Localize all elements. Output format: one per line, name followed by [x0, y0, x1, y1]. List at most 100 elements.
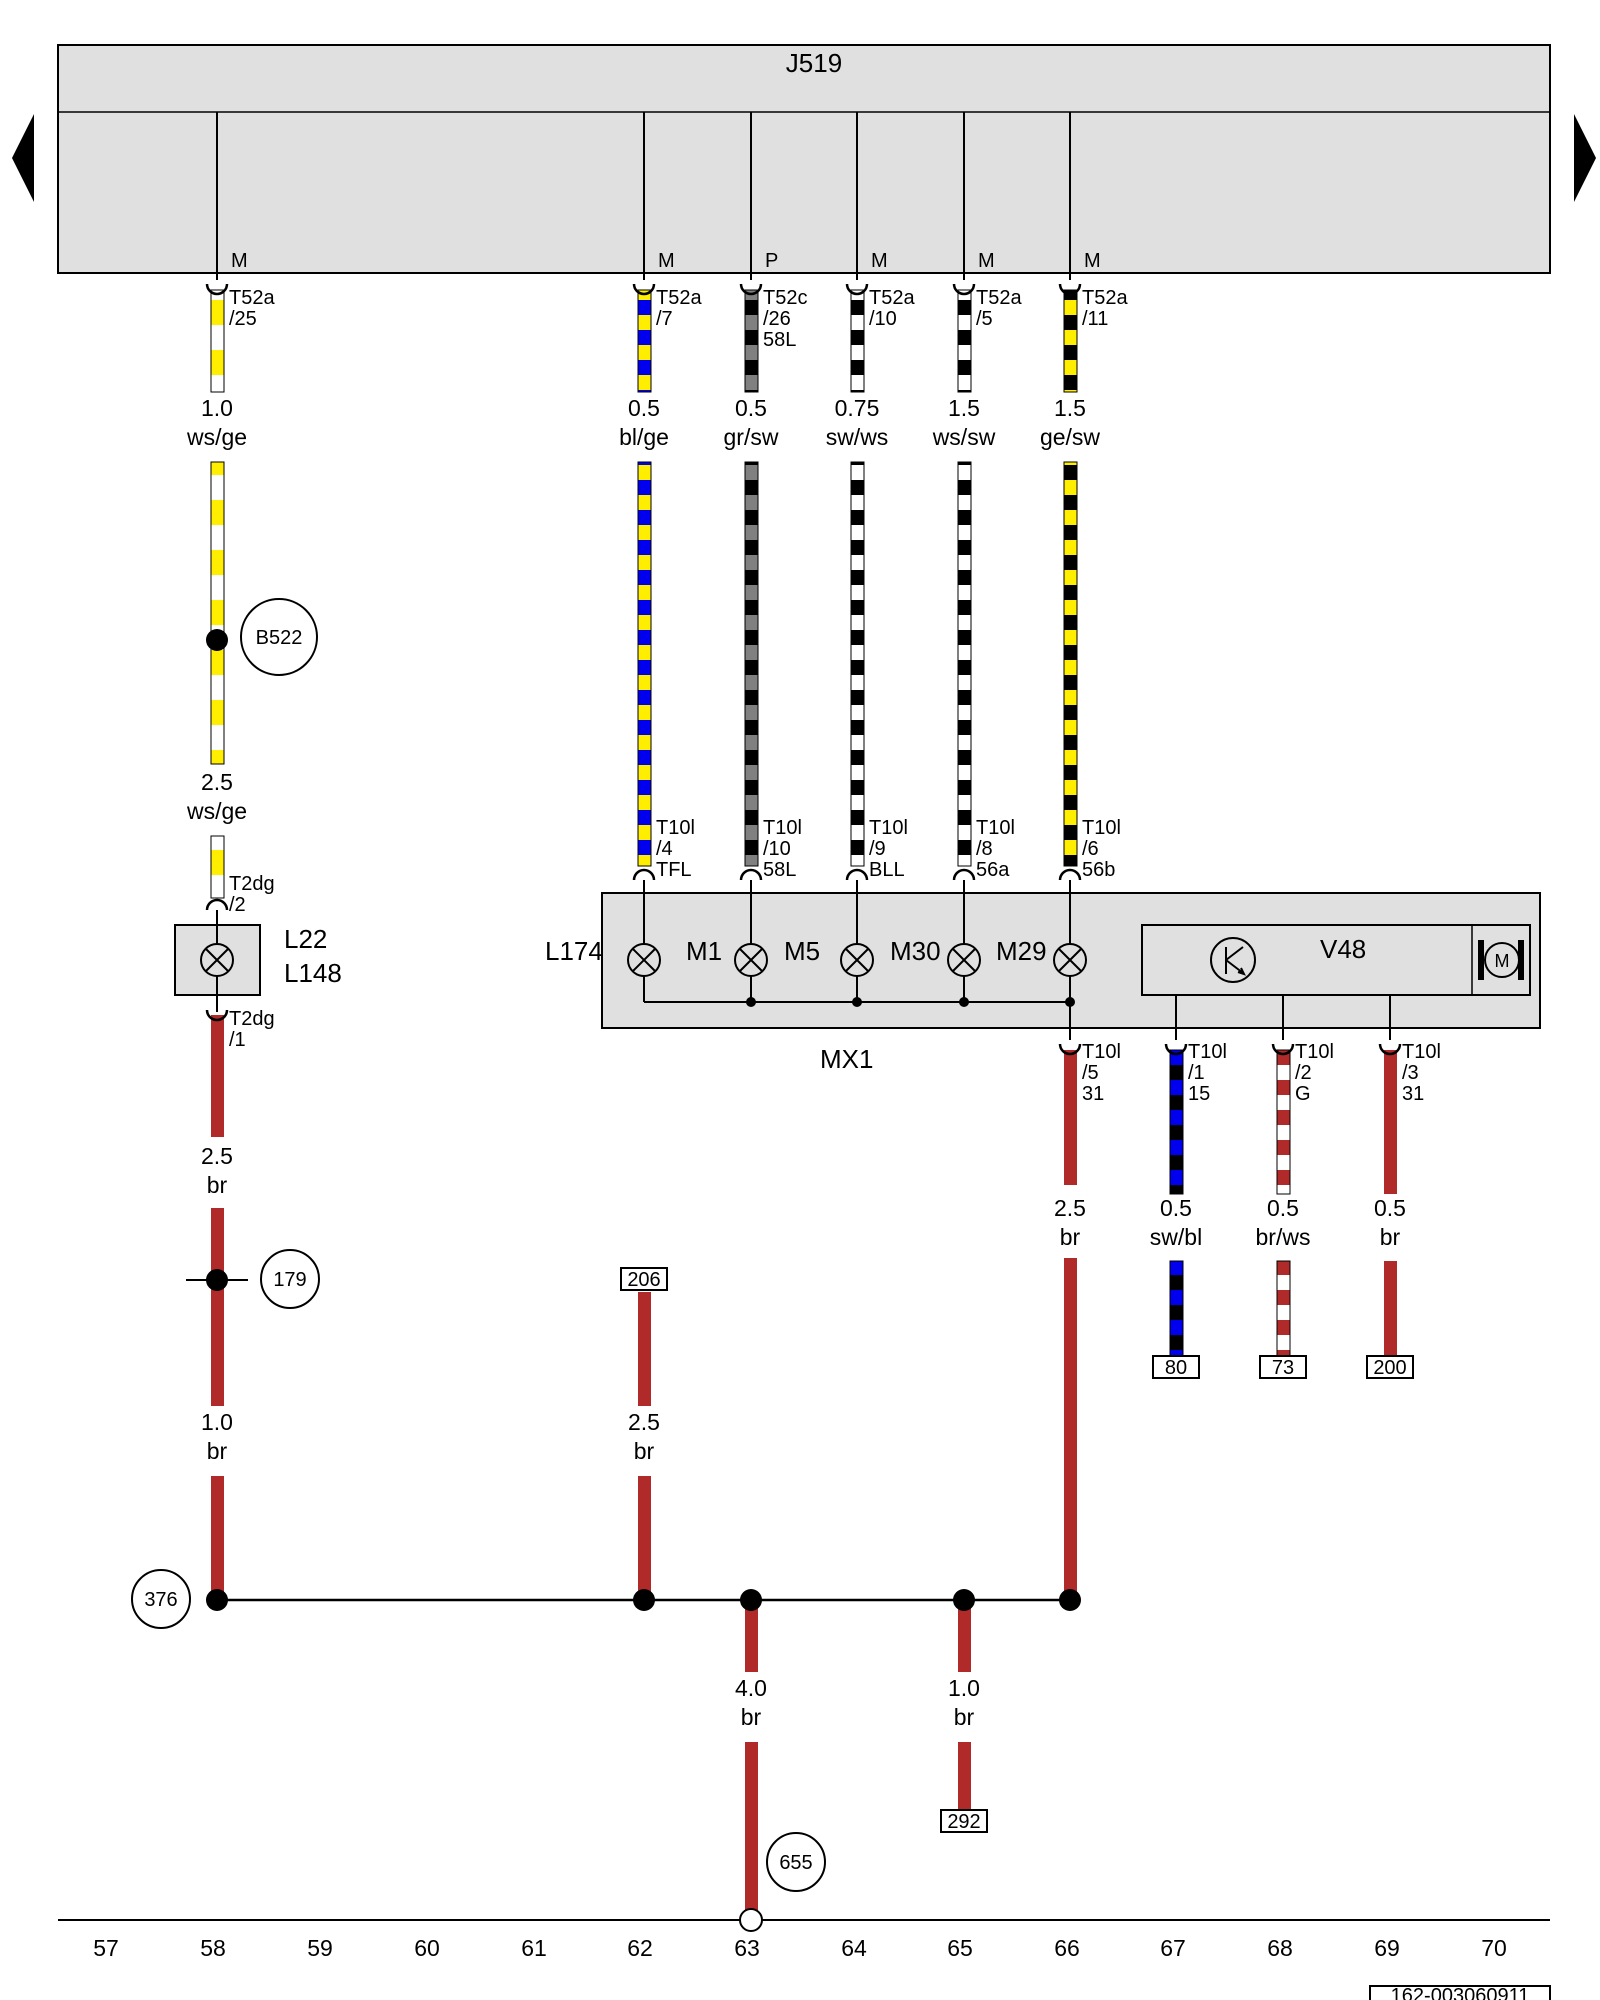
svg-text:292: 292 — [947, 1811, 980, 1833]
lamp-m29-icon — [947, 943, 981, 977]
lamp-66-icon — [1053, 943, 1087, 977]
ref-circle-376[interactable]: 376 — [131, 1569, 191, 1629]
connector-62-top: T52a/7 — [656, 287, 702, 330]
wire-62-lower — [637, 461, 652, 867]
wire-62-brown-b — [638, 1476, 651, 1600]
wire-65-upper — [957, 289, 972, 393]
wire-58-brown-c — [211, 1476, 224, 1600]
column-number: 68 — [1267, 1935, 1293, 1961]
svg-text:M: M — [1495, 951, 1510, 971]
svg-text:B522: B522 — [256, 627, 303, 649]
svg-text:80: 80 — [1165, 1357, 1187, 1379]
wire-63-upper — [744, 289, 759, 393]
connector-66-top: T52a/11 — [1082, 287, 1128, 330]
pin-type-64: M — [871, 250, 888, 272]
connector-lamp-in: T2dg/2 — [229, 873, 275, 916]
wire-58-mid — [210, 461, 225, 765]
connector-64-top: T52a/10 — [869, 287, 915, 330]
module-label: L174 — [545, 936, 603, 966]
wire-66-brown-a — [1064, 1050, 1077, 1185]
pin-type-62: M — [658, 250, 675, 272]
lamp-m5-icon — [734, 943, 768, 977]
wire-68-a — [1276, 1049, 1291, 1195]
column-number: 66 — [1054, 1935, 1080, 1961]
wire-65-brown-b — [958, 1742, 971, 1812]
ref-circle-655[interactable]: 655 — [766, 1832, 826, 1892]
ground-point — [739, 1908, 763, 1932]
wire-69-a — [1384, 1050, 1397, 1194]
column-number: 57 — [93, 1935, 119, 1961]
svg-text:655: 655 — [779, 1852, 812, 1874]
column-number: 60 — [414, 1935, 440, 1961]
wire-64-lower — [850, 461, 865, 867]
ref-circle-179[interactable]: 179 — [260, 1249, 320, 1309]
motor-box — [1141, 924, 1531, 996]
ref-box-292[interactable]: 292 — [940, 1809, 988, 1833]
ref-box-200[interactable]: 200 — [1366, 1355, 1414, 1379]
control-unit-box — [57, 44, 1551, 274]
column-number: 61 — [521, 1935, 547, 1961]
pin-type-65: M — [978, 250, 995, 272]
ref-circle-b522[interactable]: B522 — [240, 598, 318, 676]
lamp-m29-label: M29 — [996, 936, 1047, 966]
actuator-icon — [1210, 937, 1256, 983]
wire-65-lower — [957, 461, 972, 867]
svg-text:179: 179 — [273, 1269, 306, 1291]
ref-box-73[interactable]: 73 — [1259, 1355, 1307, 1379]
connector-58-top: T52a/25 — [229, 287, 275, 330]
control-unit-label: J519 — [786, 48, 842, 78]
column-number: 62 — [627, 1935, 653, 1961]
column-number: 69 — [1374, 1935, 1400, 1961]
wire-63-lower — [744, 461, 759, 867]
wire-58-brown-b — [211, 1208, 224, 1406]
svg-text:162-003060911: 162-003060911 — [1391, 1985, 1530, 2000]
svg-text:206: 206 — [627, 1269, 660, 1291]
document-id: 162-003060911 — [1369, 1985, 1551, 2000]
wire-69-b — [1384, 1261, 1397, 1358]
wire-58-top — [210, 289, 225, 393]
triangle-right-icon[interactable] — [1574, 114, 1596, 202]
svg-text:376: 376 — [144, 1589, 177, 1611]
pin-type-66: M — [1084, 250, 1101, 272]
column-number: 70 — [1481, 1935, 1507, 1961]
column-number: 65 — [947, 1935, 973, 1961]
wire-66-upper — [1063, 289, 1078, 393]
svg-text:73: 73 — [1272, 1357, 1294, 1379]
column-number: 63 — [734, 1935, 760, 1961]
lamp-m5-label: M5 — [784, 936, 820, 966]
housing-label: MX1 — [820, 1044, 873, 1074]
ref-box-80[interactable]: 80 — [1152, 1355, 1200, 1379]
wire-62-brown-a — [638, 1292, 651, 1406]
column-number: 58 — [200, 1935, 226, 1961]
triangle-left-icon[interactable] — [12, 114, 34, 202]
ref-box-206[interactable]: 206 — [620, 1267, 668, 1291]
lamp-label-2: L148 — [284, 958, 342, 988]
wire-58-low — [210, 835, 225, 899]
column-number: 67 — [1160, 1935, 1186, 1961]
pin-type-58: M — [231, 250, 248, 272]
motor-label: V48 — [1320, 934, 1366, 964]
column-number: 64 — [841, 1935, 867, 1961]
